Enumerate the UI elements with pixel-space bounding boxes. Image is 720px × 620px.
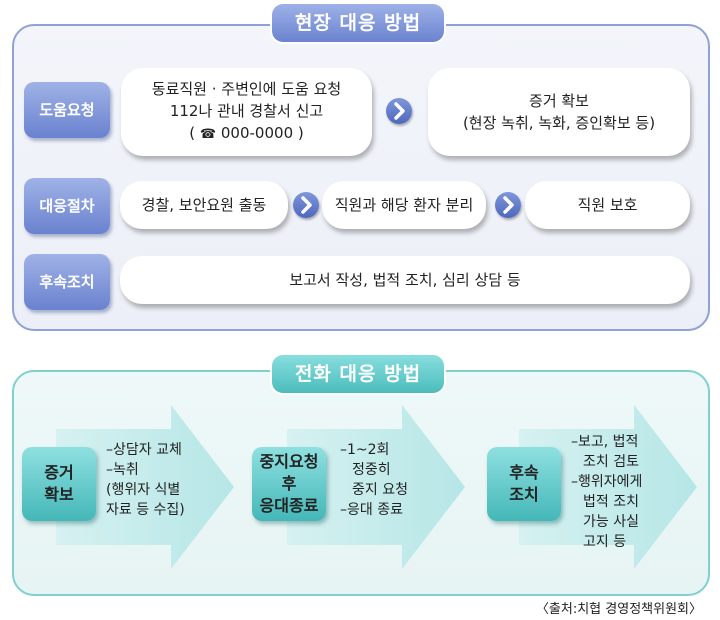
onsite-title: 현장 대응 방법 <box>272 4 444 42</box>
step-detail-line: 중지 요청 <box>352 482 408 498</box>
step-label-line: 후 <box>281 474 297 493</box>
help-request-paren: ( <box>189 124 196 142</box>
phone-step-stop-request: 중지요청 후 응대종료 <box>252 447 326 521</box>
follow-up-box: 보고서 작성, 법적 조치, 심리 상담 등 <box>120 256 690 304</box>
phone-step-follow-up: 후속 조치 <box>487 447 561 521</box>
step-detail-line: 고지 등 <box>583 534 627 550</box>
phone-step-stop-request-detail: –1~2회 정중히 중지 요청 –응대 종료 <box>340 440 408 520</box>
phone-step-evidence: 증거 확보 <box>22 447 96 521</box>
step-detail-line: –1~2회 <box>340 442 390 458</box>
source-caption: 〈출처:치협 경영정책위원회〉 <box>535 602 702 617</box>
step-detail-line: (행위자 식별 <box>106 482 181 498</box>
step-detail-line: –보고, 법적 <box>571 434 639 450</box>
step-detail-line: 가능 사실 <box>583 514 639 530</box>
row-label-help-request: 도움요청 <box>24 82 110 138</box>
evidence-line2: (현장 녹취, 녹화, 증인확보 등) <box>462 114 656 132</box>
step-detail-line: –응대 종료 <box>340 502 403 518</box>
phone-step-follow-up-detail: –보고, 법적 조치 검토 –행위자에게 법적 조치 가능 사실 고지 등 <box>571 432 642 552</box>
help-request-line2: 112나 관내 경찰서 신고 <box>169 102 324 120</box>
step-detail-line: –행위자에게 <box>571 474 643 490</box>
help-request-box: 동료직원 · 주변인에 도움 요청 112나 관내 경찰서 신고 ( ☎ 000… <box>121 68 372 156</box>
chevron-right-icon <box>386 98 412 124</box>
phone-title: 전화 대응 방법 <box>272 355 444 393</box>
telephone-icon: ☎ <box>199 127 217 142</box>
chevron-right-icon <box>293 192 319 218</box>
phone-step-evidence-detail: –상담자 교체 –녹취 (행위자 식별 자료 등 수집) <box>106 440 185 520</box>
chevron-right-icon <box>495 192 521 218</box>
step-label-line: 확보 <box>44 485 74 504</box>
step-label-line: 조치 <box>509 485 539 504</box>
step-detail-line: –녹취 <box>106 462 139 478</box>
evidence-box: 증거 확보 (현장 녹취, 녹화, 증인확보 등) <box>428 68 690 156</box>
step-arrow-1 <box>56 405 234 569</box>
evidence-line1: 증거 확보 <box>529 92 589 110</box>
step-arrow-3 <box>519 405 697 569</box>
step-detail-line: 정중히 <box>352 462 391 478</box>
help-request-phone: ( ☎ 000-0000 ) <box>189 122 303 146</box>
help-request-number: 000-0000 ) <box>220 124 304 142</box>
step-label-line: 후속 <box>509 463 539 482</box>
step-detail-line: 법적 조치 <box>583 494 639 510</box>
row-label-follow-up: 후속조치 <box>24 254 110 310</box>
step-arrow-2 <box>287 405 465 569</box>
help-request-line1: 동료직원 · 주변인에 도움 요청 <box>151 80 342 98</box>
procedure-step-protect: 직원 보호 <box>525 181 690 229</box>
step-detail-line: 자료 등 수집) <box>106 502 185 518</box>
step-label-line: 응대종료 <box>259 496 319 515</box>
step-label-line: 중지요청 <box>259 452 319 471</box>
step-detail-line: 조치 검토 <box>583 454 639 470</box>
procedure-step-police: 경찰, 보안요원 출동 <box>120 181 288 229</box>
procedure-step-separate: 직원과 해당 환자 분리 <box>322 181 486 229</box>
step-label-line: 증거 <box>44 463 74 482</box>
step-detail-line: –상담자 교체 <box>106 442 182 458</box>
row-label-response-procedure: 대응절차 <box>24 178 110 234</box>
